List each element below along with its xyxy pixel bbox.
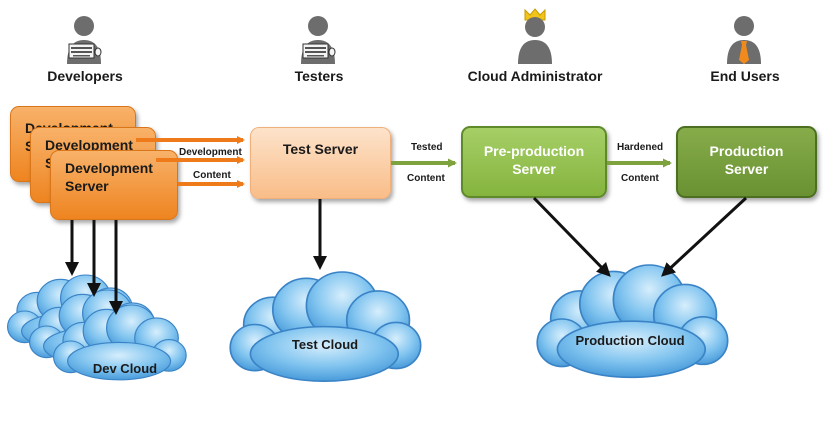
preproduction-server-line2: Server bbox=[512, 161, 556, 177]
admin-crown-icon bbox=[518, 8, 552, 64]
prod-to-cloud-arrow bbox=[661, 196, 748, 277]
production-server[interactable]: Production Server bbox=[676, 126, 817, 198]
dev-server-title-line2: Server bbox=[65, 178, 109, 194]
developers-label: Developers bbox=[47, 68, 123, 84]
developer-icon bbox=[67, 16, 102, 64]
test-server[interactable]: Test Server bbox=[250, 127, 391, 199]
development-arrow-label: Development bbox=[179, 147, 242, 158]
preproduction-server[interactable]: Pre-production Server bbox=[461, 126, 607, 198]
testers-label: Testers bbox=[294, 68, 344, 84]
test-server-label: Test Server bbox=[282, 141, 359, 157]
test-cloud-label: Test Cloud bbox=[291, 337, 359, 352]
production-cloud-label: Production Cloud bbox=[575, 333, 685, 348]
hardened-content-label: Content bbox=[621, 173, 659, 184]
production-server-line2: Server bbox=[724, 161, 769, 177]
tester-icon bbox=[301, 16, 336, 64]
end-users-label: End Users bbox=[710, 68, 780, 84]
preprod-to-cloud-arrow bbox=[532, 196, 611, 277]
cloud-admin-label: Cloud Administrator bbox=[467, 68, 603, 84]
hardened-arrow-label: Hardened bbox=[617, 142, 664, 153]
tested-arrow-label: Tested bbox=[411, 142, 443, 153]
content-arrow-label: Content bbox=[193, 170, 231, 181]
tested-content-label: Content bbox=[407, 173, 445, 184]
dev-server-title-line1: Development bbox=[65, 160, 153, 176]
production-server-line1: Production bbox=[709, 143, 784, 159]
end-user-icon bbox=[727, 16, 761, 64]
dev-cloud-label: Dev Cloud bbox=[92, 361, 158, 376]
preproduction-server-line1: Pre-production bbox=[483, 143, 585, 159]
